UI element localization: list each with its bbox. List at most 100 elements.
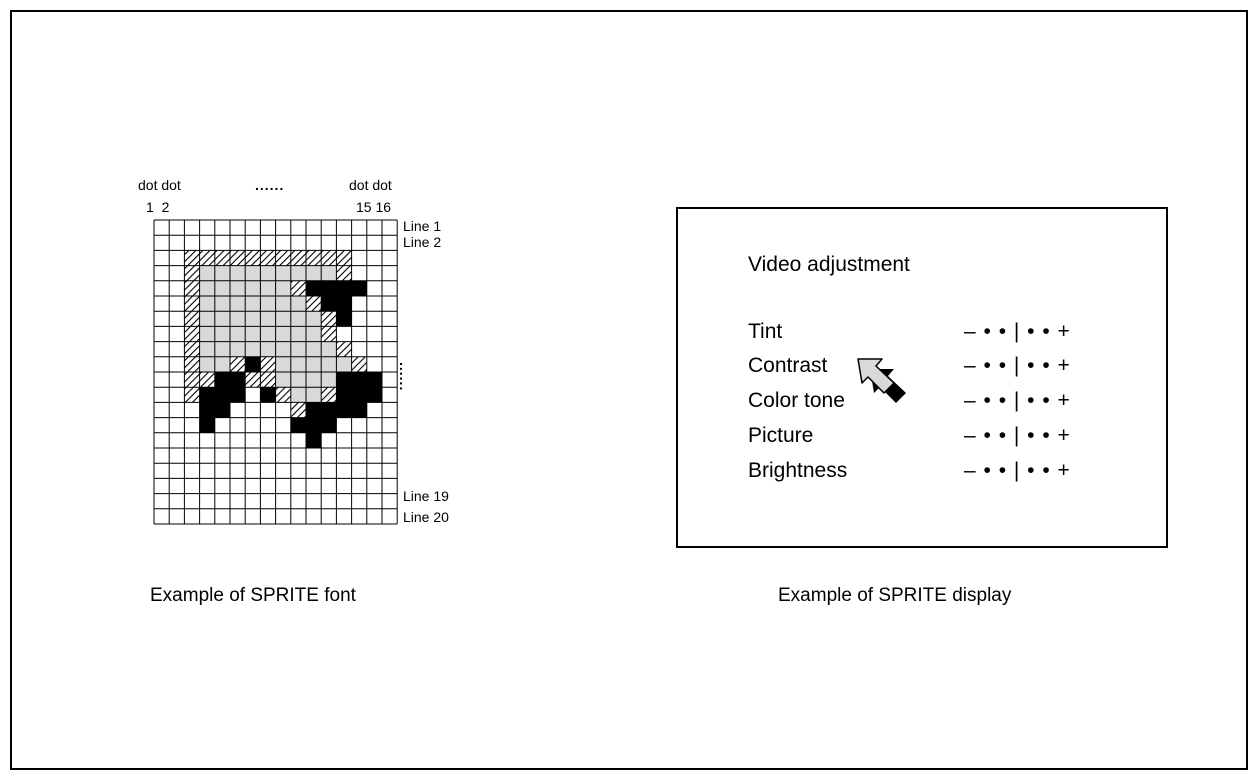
sprite-cell: [230, 326, 246, 342]
sprite-cell: [245, 356, 261, 372]
sprite-cell: [199, 356, 215, 372]
sprite-cell: [260, 341, 276, 357]
sprite-cell: [306, 326, 322, 342]
dot-number-right: 15 16: [356, 199, 392, 215]
sprite-cell: [214, 372, 230, 388]
sprite-display-caption: Example of SPRITE display: [778, 585, 1012, 606]
sprite-cell: [275, 387, 291, 403]
sprite-cell: [214, 311, 230, 327]
sprite-cell: [199, 372, 215, 388]
sprite-cell: [230, 296, 246, 312]
sprite-cell: [199, 417, 215, 433]
sprite-cell: [290, 265, 306, 281]
sprite-cell: [321, 341, 337, 357]
sprite-cell: [199, 265, 215, 281]
sprite-cell: [230, 341, 246, 357]
sprite-cell: [306, 417, 322, 433]
sprite-cell: [184, 387, 200, 403]
sprite-cell: [306, 341, 322, 357]
menu-item-picture: Picture: [748, 424, 814, 447]
sprite-cell: [199, 280, 215, 296]
menu-item-tint: Tint: [748, 320, 783, 343]
sprite-cell: [214, 250, 230, 266]
sprite-cell: [184, 265, 200, 281]
sprite-cell: [260, 280, 276, 296]
sprite-cell: [199, 250, 215, 266]
menu-item-brightness: Brightness: [748, 459, 848, 482]
sprite-cell: [184, 311, 200, 327]
line-label-19: Line 19: [403, 488, 449, 504]
sprite-cell: [214, 296, 230, 312]
sprite-cell: [214, 387, 230, 403]
sprite-cell: [275, 311, 291, 327]
sprite-cell: [230, 387, 246, 403]
sprite-cell: [321, 250, 337, 266]
sprite-cell: [290, 311, 306, 327]
sprite-cell: [321, 356, 337, 372]
sprite-cell: [184, 326, 200, 342]
sprite-cell: [230, 280, 246, 296]
sprite-cell: [275, 326, 291, 342]
sprite-cell: [336, 387, 352, 403]
sprite-cell: [321, 372, 337, 388]
sprite-cell: [306, 250, 322, 266]
sprite-cell: [214, 402, 230, 418]
sprite-cell: [260, 326, 276, 342]
menu-item-contrast: Contrast: [748, 354, 828, 377]
sprite-cell: [260, 265, 276, 281]
control-tint: – • • | • • +: [964, 320, 1071, 343]
sprite-cell: [290, 417, 306, 433]
sprite-cell: [336, 296, 352, 312]
sprite-cell: [366, 387, 382, 403]
sprite-cell: [199, 311, 215, 327]
sprite-cell: [214, 265, 230, 281]
menu-item-color-tone: Color tone: [748, 389, 845, 412]
sprite-cell: [245, 326, 261, 342]
sprite-cell: [336, 250, 352, 266]
dot-number-left: 1 2: [146, 199, 170, 215]
sprite-cell: [275, 265, 291, 281]
sprite-cell: [336, 341, 352, 357]
control-color-tone: – • • | • • +: [964, 389, 1071, 412]
sprite-cell: [199, 341, 215, 357]
sprite-cell: [336, 372, 352, 388]
sprite-cell: [336, 402, 352, 418]
sprite-cell: [366, 372, 382, 388]
sprite-cell: [230, 311, 246, 327]
sprite-cell: [260, 296, 276, 312]
sprite-cell: [260, 250, 276, 266]
sprite-cell: [290, 356, 306, 372]
sprite-cell: [214, 326, 230, 342]
sprite-cell: [230, 265, 246, 281]
sprite-cell: [199, 387, 215, 403]
sprite-cell: [184, 372, 200, 388]
sprite-display-screen: Video adjustment Tint – • • | • • + Cont…: [676, 207, 1168, 548]
sprite-cell: [306, 387, 322, 403]
sprite-cell: [306, 296, 322, 312]
sprite-cell: [290, 250, 306, 266]
sprite-cell: [351, 372, 367, 388]
sprite-cell: [290, 341, 306, 357]
sprite-cell: [321, 387, 337, 403]
sprite-cell: [275, 250, 291, 266]
sprite-cell: [260, 311, 276, 327]
sprite-cell: [336, 356, 352, 372]
sprite-cell: [321, 311, 337, 327]
sprite-cell: [245, 250, 261, 266]
sprite-cell: [275, 280, 291, 296]
control-picture: – • • | • • +: [964, 424, 1071, 447]
vertical-ellipsis: ......: [397, 362, 413, 392]
sprite-cell: [290, 372, 306, 388]
sprite-cell: [275, 296, 291, 312]
sprite-cell: [230, 356, 246, 372]
sprite-cell: [351, 356, 367, 372]
sprite-cell: [306, 402, 322, 418]
sprite-cell: [184, 356, 200, 372]
sprite-cell: [290, 296, 306, 312]
sprite-cell: [199, 296, 215, 312]
sprite-cell: [321, 280, 337, 296]
sprite-cell: [184, 280, 200, 296]
sprite-cell: [260, 372, 276, 388]
sprite-cell: [306, 432, 322, 448]
sprite-font-grid: [153, 219, 398, 525]
